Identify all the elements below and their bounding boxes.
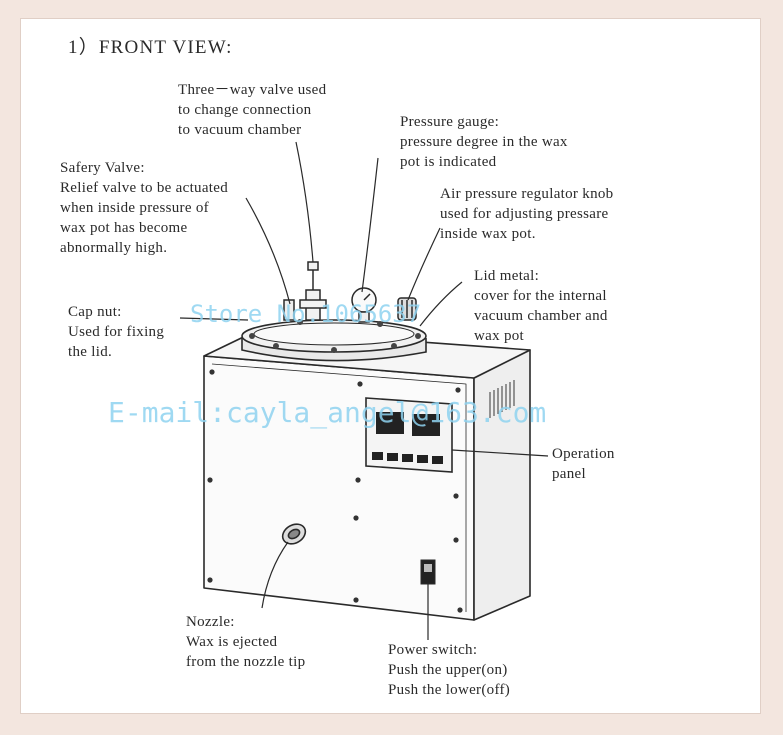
nozzle xyxy=(281,523,307,545)
operation-panel xyxy=(365,397,453,473)
label-pressure-gauge: Pressure gauge: pressure degree in the w… xyxy=(400,114,568,170)
leader-lines xyxy=(179,141,549,640)
email-watermark: E-mail:cayla_angel@163.com xyxy=(108,396,547,429)
page-title: 1）FRONT VIEW: xyxy=(68,37,233,58)
regulator-knob xyxy=(397,297,417,321)
cabinet-screws xyxy=(207,369,463,613)
label-air-regulator: Air pressure regulator knob used for adj… xyxy=(440,186,614,242)
store-watermark: Store No.1065637 xyxy=(190,300,422,328)
label-cap-nut: Cap nut: Used for fixing the lid. xyxy=(68,304,165,360)
label-nozzle: Nozzle: Wax is ejected from the nozzle t… xyxy=(186,614,306,670)
vent-grill xyxy=(489,380,515,418)
label-safety-valve: Safery Valve: Relief valve to be actuate… xyxy=(60,160,229,256)
label-lid-metal: Lid metal: cover for the internal vacuum… xyxy=(474,268,608,344)
label-operation-panel: Operation panel xyxy=(552,446,615,482)
cap-nuts xyxy=(249,319,421,353)
label-three-way-valve: Three－way valve used to change connectio… xyxy=(178,82,327,138)
three-way-valve xyxy=(299,261,327,321)
label-power-switch: Power switch: Push the upper(on) Push th… xyxy=(388,642,511,698)
pressure-gauge xyxy=(351,287,377,323)
power-switch xyxy=(420,559,436,585)
